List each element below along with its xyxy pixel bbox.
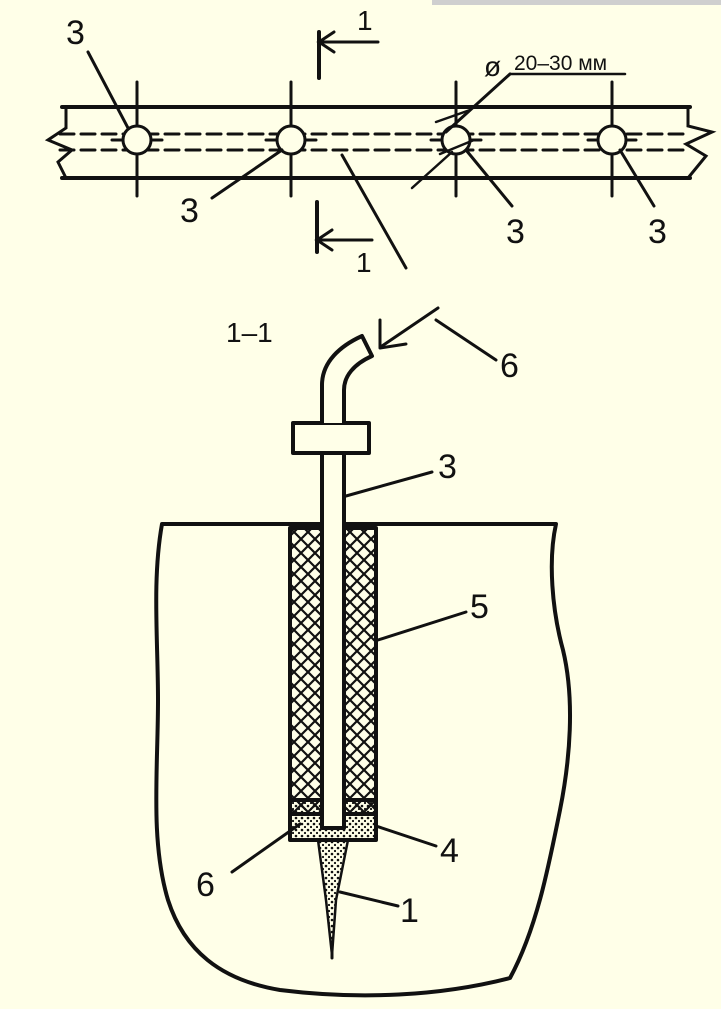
leader-line xyxy=(338,890,400,908)
leader-line xyxy=(376,610,468,642)
section-view xyxy=(154,306,572,998)
hole-label: 3 xyxy=(180,192,199,230)
section-mark-top-number: 1 xyxy=(357,5,373,36)
leader-line xyxy=(618,148,656,208)
leader-line xyxy=(374,824,438,848)
hole-3 xyxy=(429,80,483,198)
injection-arrowhead xyxy=(378,318,408,350)
hole-4 xyxy=(586,80,638,198)
pipe-bend xyxy=(320,334,374,425)
label-grout-fill: 5 xyxy=(470,588,489,626)
injector-pipe xyxy=(320,448,346,830)
leader-line xyxy=(86,50,130,130)
section-mark-top-arrowhead xyxy=(316,30,336,54)
label-crack: 1 xyxy=(400,892,419,930)
injection-arrow-shaft xyxy=(380,306,440,348)
crack-zone xyxy=(316,838,350,957)
concrete-body xyxy=(154,522,572,998)
leader-line xyxy=(344,470,434,498)
section-title: 1–1 xyxy=(226,317,273,348)
hole-1 xyxy=(110,80,164,198)
top-strip xyxy=(432,0,721,5)
diameter-leader xyxy=(444,72,512,134)
section-mark-bottom-number: 1 xyxy=(356,247,372,278)
diameter-label: 20–30 мм xyxy=(514,52,607,75)
hole-label: 3 xyxy=(66,14,85,52)
label-injection-arrow: 6 xyxy=(500,347,519,385)
label-injected-zone: 6 xyxy=(196,866,215,904)
right-break-line xyxy=(682,105,717,180)
leader-line xyxy=(230,822,302,874)
diameter-symbol: ø xyxy=(484,51,501,82)
hole-label: 3 xyxy=(648,213,667,251)
hole-label: 3 xyxy=(506,213,525,251)
label-injector-pipe: 3 xyxy=(438,448,457,486)
left-break-line xyxy=(44,105,75,180)
pipe-collar xyxy=(291,421,371,455)
leader-line xyxy=(434,318,498,362)
plan-view xyxy=(44,30,717,270)
hole-2 xyxy=(264,80,318,198)
leader-line xyxy=(464,148,514,208)
leader-line xyxy=(210,148,284,200)
projection-line xyxy=(340,153,408,270)
label-seal-plug: 4 xyxy=(440,832,459,870)
section-mark-bottom-arrowhead xyxy=(314,228,334,252)
